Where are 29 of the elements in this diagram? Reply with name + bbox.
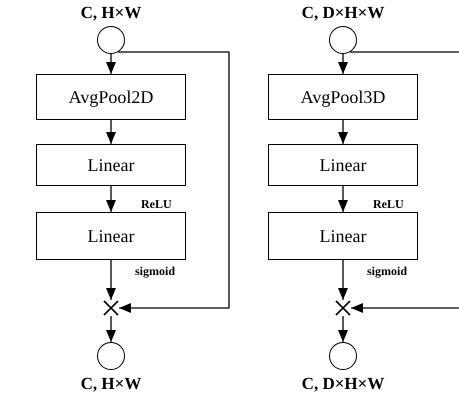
arrow — [338, 260, 348, 300]
dimension-label: C, D×H×W — [302, 2, 384, 24]
arrow — [106, 260, 116, 300]
arrow — [338, 54, 348, 74]
process-box: Linear — [268, 144, 418, 186]
arrow — [338, 120, 348, 144]
arrow — [106, 186, 116, 212]
process-box: Linear — [268, 212, 418, 260]
process-box: Linear — [36, 144, 186, 186]
arrow — [338, 316, 348, 342]
process-box: AvgPool3D — [268, 74, 418, 120]
arrow — [106, 316, 116, 342]
arrow — [118, 51, 230, 313]
dimension-label: C, D×H×W — [302, 373, 384, 395]
process-box: Linear — [36, 212, 186, 260]
arrow — [338, 186, 348, 212]
process-box: AvgPool2D — [36, 74, 186, 120]
edge-label: sigmoid — [367, 265, 408, 277]
arrow — [106, 120, 116, 144]
arrow — [351, 303, 459, 313]
edge-label: sigmoid — [135, 265, 176, 277]
dimension-label: C, H×W — [80, 373, 142, 395]
connector-line — [350, 51, 459, 53]
edge-label: ReLU — [373, 198, 404, 210]
arrow — [106, 54, 116, 74]
multiply-cross — [103, 300, 119, 316]
edge-label: ReLU — [141, 198, 172, 210]
multiply-cross — [335, 300, 351, 316]
dimension-label: C, H×W — [80, 2, 142, 24]
